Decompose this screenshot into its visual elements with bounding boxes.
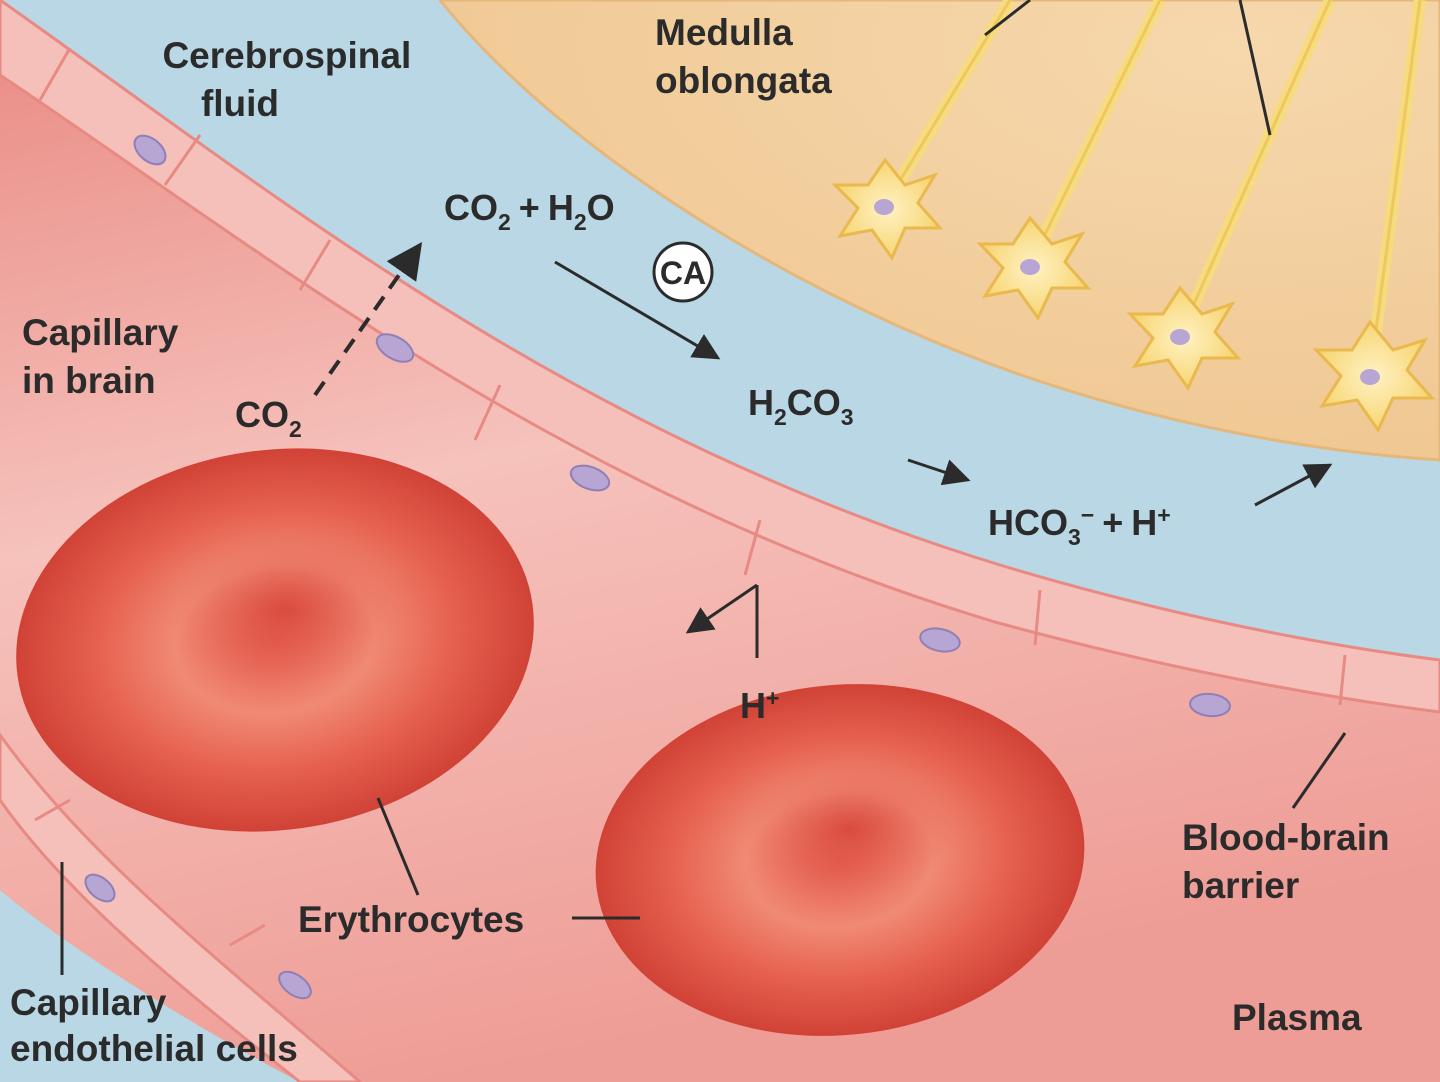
- co2-plasma-formula: CO2: [235, 394, 302, 442]
- capillary-brain-label: Capillary in brain: [22, 312, 189, 401]
- endothelial-cells-label: Capillary endothelial cells: [10, 982, 298, 1069]
- hydrogen-into-blood-arrow: [685, 583, 758, 634]
- csf-label: Cerebrospinal fluid: [162, 35, 421, 124]
- erythrocyte-leader-1: [376, 797, 420, 896]
- neuron-4: [1312, 0, 1436, 433]
- hydrogen-to-medulla-arrow: [1254, 463, 1333, 507]
- reaction-arrow-to-h2co3: [554, 260, 721, 360]
- erythrocytes-label: Erythrocytes: [298, 899, 524, 940]
- erythrocyte-1: [16, 448, 534, 832]
- blood-brain-barrier-wall: [0, 0, 1440, 714]
- neuron-2: [976, 0, 1166, 321]
- bbb-leader: [1291, 732, 1347, 809]
- medulla-leader-2: [1238, 0, 1272, 136]
- lower-vessel-wall: [0, 732, 363, 1082]
- reaction-arrow-to-hco3: [907, 458, 971, 486]
- neuron-group: [831, 0, 1436, 433]
- hydrogen-blood-formula: H+: [740, 685, 779, 726]
- enzyme-label: CA: [660, 255, 706, 291]
- co2-diffusion-arrow: [313, 242, 423, 397]
- reactants-formula: CO2+H2O: [444, 187, 615, 235]
- plasma-label: Plasma: [1232, 997, 1362, 1038]
- upper-wall-nuclei: [133, 134, 1231, 718]
- medulla-leader-1: [984, 0, 1031, 37]
- erythrocyte-2: [595, 684, 1085, 1036]
- neuron-3: [1126, 0, 1336, 391]
- medulla-label: Medulla oblongata: [655, 12, 832, 101]
- upper-wall-cell-junctions: [38, 47, 1347, 706]
- carbonic-anhydrase-badge: [652, 241, 714, 303]
- lower-wall-cell-junctions: [34, 798, 266, 947]
- neuron-1: [831, 0, 1016, 262]
- lower-wall-nuclei: [84, 873, 312, 1000]
- blood-brain-barrier-label: Blood-brain barrier: [1182, 817, 1400, 906]
- carbonic-acid-formula: H2CO3: [748, 382, 854, 430]
- bicarbonate-hydrogen-formula: HCO3−+H+: [988, 502, 1171, 550]
